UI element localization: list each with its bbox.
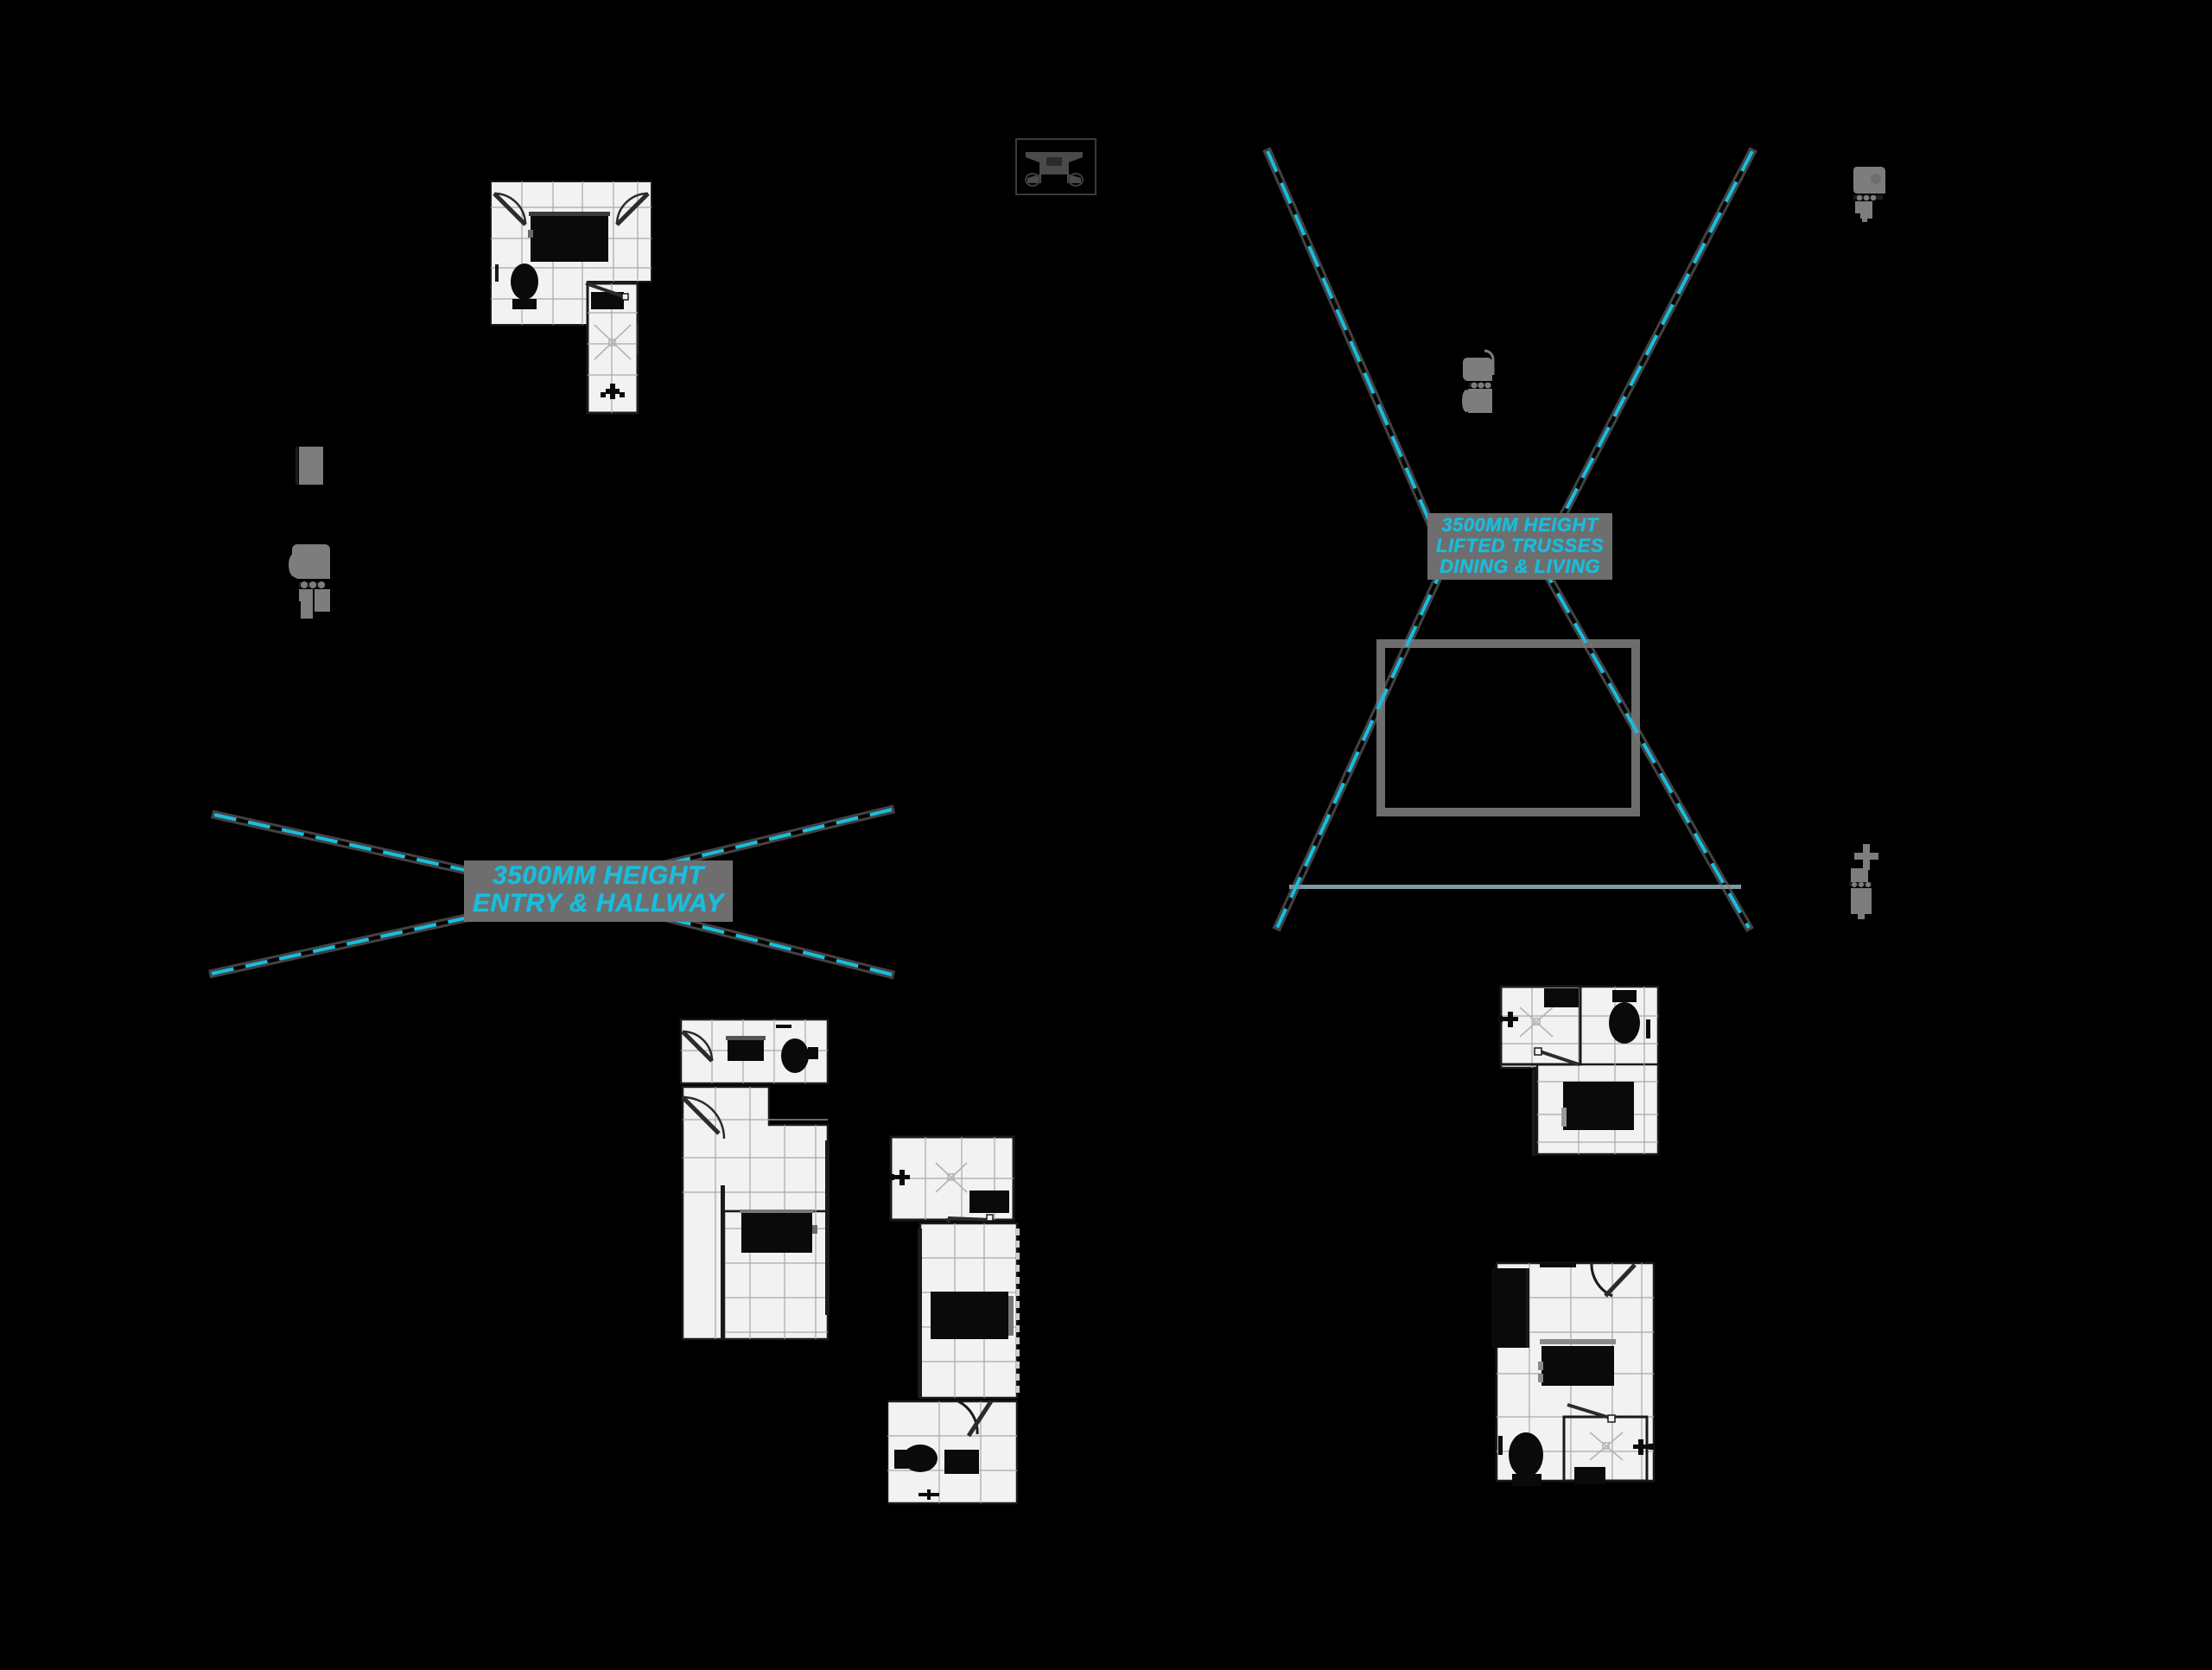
ceiling-span-line — [1289, 885, 1741, 889]
floor-plan-ensuite-right-lower — [1484, 1253, 1662, 1490]
floor-plan-bathroom-center-b — [887, 1132, 1039, 1512]
callout-line: ENTRY & HALLWAY — [473, 889, 724, 918]
callout-line: LIFTED TRUSSES — [1436, 534, 1605, 556]
person-silhouette-left-lower — [287, 541, 337, 622]
person-silhouette-left-upper — [294, 445, 325, 486]
callout-entry-hallway[interactable]: 3500MM HEIGHT ENTRY & HALLWAY — [464, 860, 733, 922]
person-silhouette-center — [1460, 346, 1502, 416]
callout-line: DINING & LIVING — [1440, 555, 1600, 577]
floor-plan-bathroom-center-a — [667, 994, 844, 1365]
leader-top-left — [1266, 150, 1453, 573]
callout-line: 3500MM HEIGHT — [1441, 514, 1599, 536]
lifted-truss-ceiling-area — [1376, 639, 1640, 816]
person-silhouette-right-lower — [1849, 842, 1891, 920]
floor-plan-bedroom-upper-left — [486, 171, 658, 422]
leader-top-right — [1532, 150, 1754, 573]
car-plan-icon — [1015, 138, 1096, 195]
floor-plan-ensuite-right-upper — [1489, 978, 1666, 1159]
person-silhouette-right-upper — [1853, 160, 1895, 231]
leader-upper-left — [213, 813, 485, 876]
callout-dining-living[interactable]: 3500MM HEIGHT LIFTED TRUSSES DINING & LI… — [1427, 513, 1613, 581]
car-plan-icon-glyph — [1017, 140, 1091, 190]
leader-lower-left — [211, 912, 485, 975]
callout-line: 3500MM HEIGHT — [492, 861, 704, 890]
